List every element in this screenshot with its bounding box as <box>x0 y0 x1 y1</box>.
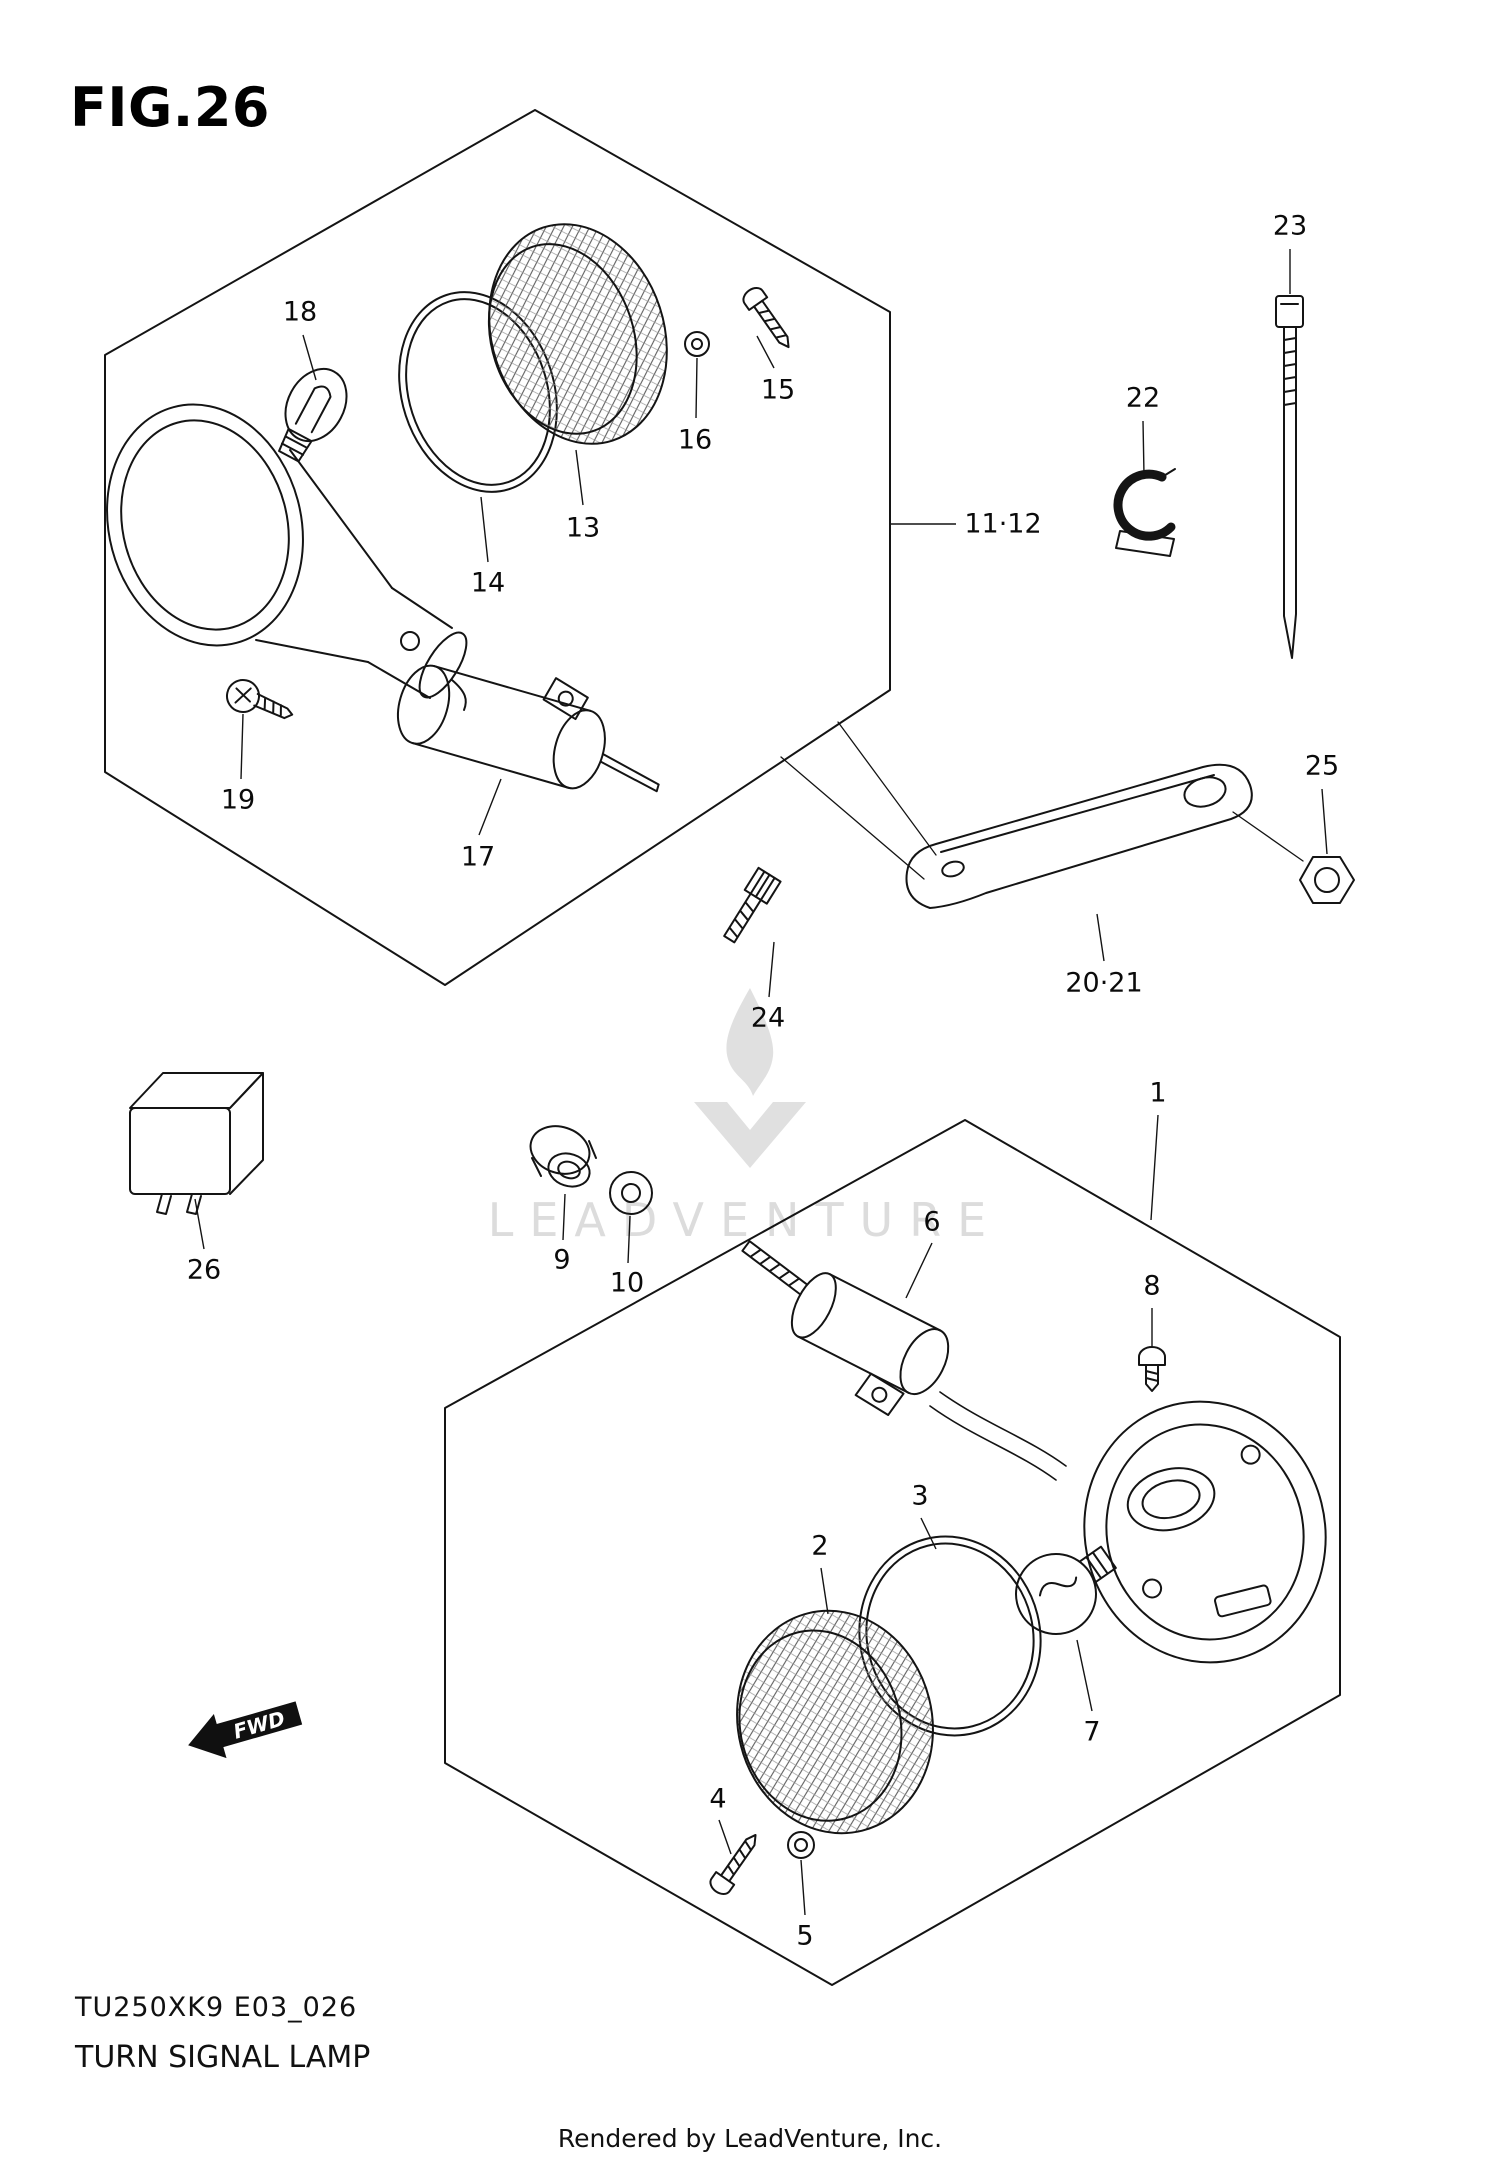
washer-5 <box>787 1831 815 1859</box>
bracket-guide-lines <box>780 721 1304 880</box>
screw-8 <box>1138 1346 1166 1392</box>
fwd-arrow-icon <box>188 1701 303 1759</box>
housing-1 <box>1083 1400 1327 1664</box>
screw-15 <box>742 287 790 349</box>
wires-6 <box>929 1391 1067 1481</box>
part-label-4: 4 <box>709 1783 727 1815</box>
bracket-20-21 <box>905 763 1253 909</box>
watermark-flame-icon <box>726 988 774 1096</box>
part-label-1: 1 <box>1149 1077 1167 1109</box>
part-label-20-21: 20·21 <box>1065 967 1143 999</box>
assembly-box-front <box>104 109 891 986</box>
nut-25 <box>1299 856 1355 904</box>
part-label-26: 26 <box>186 1254 222 1286</box>
part-label-18: 18 <box>282 296 318 328</box>
part-label-9: 9 <box>553 1244 571 1276</box>
part-label-10: 10 <box>609 1267 645 1299</box>
part-label-3: 3 <box>911 1480 929 1512</box>
relay-26 <box>129 1072 264 1215</box>
washer-16 <box>684 331 710 357</box>
part-label-14: 14 <box>470 567 506 599</box>
part-label-23: 23 <box>1272 210 1308 242</box>
watermark-chevron-icon <box>694 1102 806 1168</box>
cable-tie-23 <box>1275 295 1304 659</box>
bulb-7 <box>1015 1545 1117 1635</box>
footer-credit: Rendered by LeadVenture, Inc. <box>557 2124 943 2153</box>
body-6 <box>790 1272 950 1416</box>
screw-24 <box>723 866 782 944</box>
part-label-25: 25 <box>1304 750 1340 782</box>
fwd-label: FWD <box>231 1706 288 1743</box>
part-label-5: 5 <box>796 1920 814 1952</box>
screw-4 <box>709 1833 757 1895</box>
part-label-15: 15 <box>760 374 796 406</box>
footer-figure-name: TURN SIGNAL LAMP <box>75 2040 371 2075</box>
reflector-body <box>106 403 468 711</box>
assembly-box-rear <box>444 1119 1341 1986</box>
screw-19 <box>226 679 294 720</box>
housing-17 <box>396 664 660 793</box>
part-label-8: 8 <box>1143 1270 1161 1302</box>
part-label-6: 6 <box>923 1206 941 1238</box>
part-label-17: 17 <box>460 841 496 873</box>
watermark-text: LEADVENTURE <box>488 1193 1003 1247</box>
part-label-7: 7 <box>1083 1716 1101 1748</box>
part-label-16: 16 <box>677 424 713 456</box>
lens-13 <box>487 223 668 445</box>
footer-model-code: TU250XK9 E03_026 <box>75 1992 358 2023</box>
stem-6 <box>741 1240 809 1296</box>
part-label-24: 24 <box>750 1002 786 1034</box>
part-label-19: 19 <box>220 784 256 816</box>
part-label-11-12: 11·12 <box>964 508 1042 540</box>
clamp-22 <box>1113 468 1176 557</box>
watermark: LEADVENTURE <box>488 988 1003 1247</box>
bulb-18 <box>278 367 348 463</box>
figure-title: FIG.26 <box>70 76 270 139</box>
grommet-9 <box>529 1125 597 1188</box>
leader-lines <box>194 249 1328 1916</box>
part-label-13: 13 <box>565 512 601 544</box>
lens-2 <box>736 1609 934 1835</box>
part-label-22: 22 <box>1125 382 1161 414</box>
washer-10 <box>609 1171 653 1215</box>
fwd-marker: FWD <box>188 1701 303 1759</box>
part-label-2: 2 <box>811 1530 829 1562</box>
